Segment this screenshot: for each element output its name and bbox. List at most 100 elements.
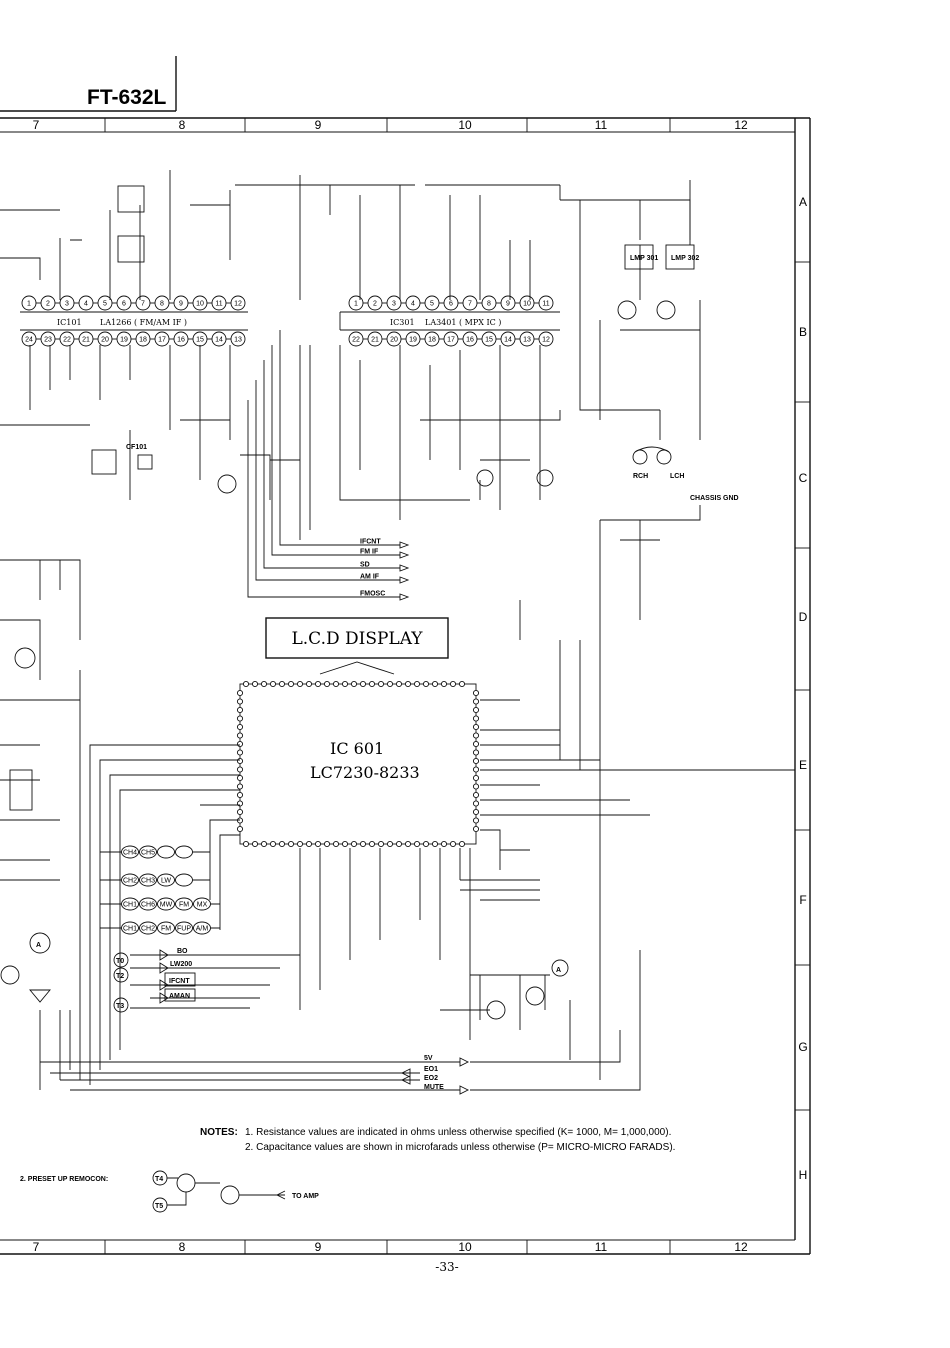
ic601-pin: [236, 740, 244, 748]
key-label: FUP: [177, 926, 191, 933]
ic601-pin: [260, 840, 268, 848]
column-label-bottom: 9: [315, 1240, 322, 1254]
key-label: CH1: [123, 926, 137, 933]
row-label: B: [799, 325, 807, 339]
key-switch: [193, 921, 211, 935]
ic-pin-number: 16: [466, 337, 474, 344]
column-label-top: 7: [33, 118, 40, 132]
column-label-top: 9: [315, 118, 322, 132]
ic601-pin: [458, 840, 466, 848]
key-label: CH4: [123, 850, 137, 857]
column-label-bottom: 7: [33, 1240, 40, 1254]
ic-pin-number: 13: [523, 337, 531, 344]
ic601-pin: [472, 791, 480, 799]
lcd-display: L.C.D DISPLAY: [265, 617, 449, 675]
ic-pin-number: 11: [542, 301, 549, 308]
ic601-pin: [386, 680, 394, 688]
ic601-pin: [377, 840, 385, 848]
ic601-pin: [472, 723, 480, 731]
ic601-pin: [440, 840, 448, 848]
ic-pin-number: 14: [215, 337, 223, 344]
ic601-pin: [278, 680, 286, 688]
ic101-name: IC101: [57, 318, 82, 327]
key-switch: [121, 873, 139, 887]
a-marker-right: A: [556, 967, 561, 974]
ic601-pin: [236, 689, 244, 697]
ic-pin-number: 7: [141, 301, 145, 308]
label-ifcnt: IFCNT: [169, 978, 190, 985]
key-switch: [157, 873, 175, 887]
ic601-pin: [404, 840, 412, 848]
ic601-pin: [472, 817, 480, 824]
row-label: A: [799, 195, 807, 209]
ic601-pin: [413, 840, 421, 848]
ic-pin-number: 22: [352, 337, 360, 344]
key-label: FM: [179, 902, 189, 909]
bus-mute: MUTE: [424, 1084, 444, 1091]
row-label: E: [799, 758, 807, 772]
ic601-pin: [350, 680, 358, 688]
key-label: FM: [161, 926, 171, 933]
row-label: H: [799, 1168, 808, 1182]
ic601-pin: [236, 817, 244, 824]
ic601-pin: [449, 840, 457, 848]
row-label: G: [798, 1040, 807, 1054]
ic601-pin: [341, 680, 349, 688]
ic601-pin: [236, 706, 244, 714]
ic601-pin: [431, 840, 439, 848]
ic-pin-number: 6: [449, 301, 453, 308]
key-label: CH3: [141, 878, 155, 885]
ic-pin-number: 15: [196, 337, 204, 344]
ic601-pin: [236, 783, 244, 790]
ic301-part: LA3401 ( MPX IC ): [425, 318, 501, 327]
key-label: LW: [161, 878, 171, 885]
ic601-pin: [472, 783, 480, 790]
key-switch: [121, 921, 139, 935]
ic601-pin: [287, 680, 295, 688]
ic-pin-number: 1: [27, 301, 31, 308]
key-label: MX: [197, 902, 208, 909]
ic-pin-number: 17: [158, 337, 166, 344]
ic601-pin: [472, 825, 480, 833]
ic-pin-number: 16: [177, 337, 185, 344]
ic601-pin: [377, 680, 385, 688]
ic-pin-number: 15: [485, 337, 493, 344]
key-switch: [175, 921, 193, 935]
filter-label: CF101: [126, 444, 147, 451]
lamp-301-label: LMP 301: [630, 255, 658, 262]
ic-pin-number: 12: [234, 301, 242, 308]
ic601-pin: [314, 680, 322, 688]
ic-pin-number: 3: [65, 301, 69, 308]
ic-pin-number: 21: [371, 337, 379, 344]
ic601-pin: [236, 715, 244, 722]
key-switch: [121, 897, 139, 911]
column-label-bottom: 8: [179, 1240, 186, 1254]
terminal-t2: T2: [116, 973, 124, 980]
ic-pin-number: 24: [25, 337, 33, 344]
ic-pin-number: 4: [411, 301, 415, 308]
ic-pin-number: 19: [409, 337, 417, 344]
preset-remocon: 2. PRESET UP REMOCON: T4 T5 TO AMP: [20, 1170, 319, 1213]
ic601-pin: [323, 840, 331, 848]
ic601-pin: [472, 774, 480, 782]
model-title: FT-632L: [87, 86, 167, 109]
ic-pin-number: 5: [430, 301, 434, 308]
mute-section: A: [39, 959, 571, 1090]
terminal-t5: T5: [155, 1203, 163, 1210]
ic-pin-number: 19: [120, 337, 128, 344]
ic601-pin: [440, 680, 448, 688]
lcd-display-label: L.C.D DISPLAY: [291, 629, 423, 649]
rch-label: RCH: [633, 473, 648, 480]
ic601-pins: [236, 680, 480, 848]
ic601-pin: [368, 680, 376, 688]
bus-label: FMOSC: [360, 591, 385, 598]
preset-title: 2. PRESET UP REMOCON:: [20, 1176, 108, 1183]
ic-pin-number: 13: [234, 337, 242, 344]
ic-pin-number: 11: [215, 301, 222, 308]
